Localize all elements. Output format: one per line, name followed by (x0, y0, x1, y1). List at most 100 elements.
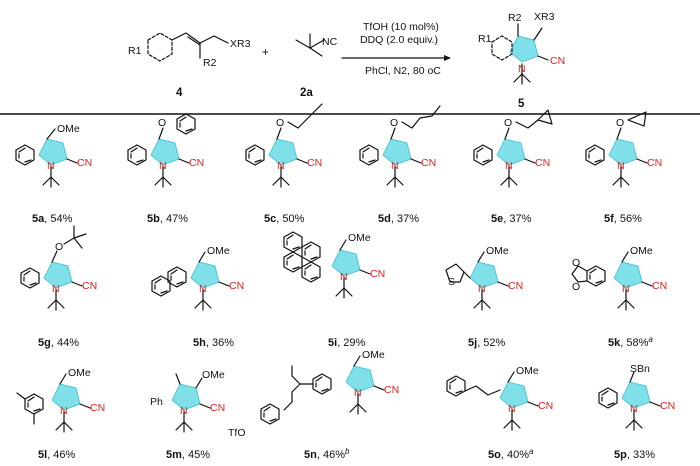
scheme-arrow: TfOH (10 mol%) DDQ (2.0 equiv.) PhCl, N2… (341, 21, 451, 77)
5p-n: N (630, 403, 638, 415)
structure-5h: OMe CN N (151, 245, 244, 311)
5f-n: N (617, 160, 625, 172)
5e-n: N (505, 160, 513, 172)
structure-5c: O CN N (245, 103, 323, 188)
5d-oxygen: O (390, 117, 398, 129)
5m-n: N (180, 405, 188, 417)
structure-5k: O O OMe CN N (571, 245, 667, 311)
5g-oxygen: O (55, 241, 63, 253)
isocyanide-compound-number: 2a (300, 87, 313, 99)
5n-cn: CN (384, 384, 399, 396)
5g-cn: CN (82, 280, 97, 292)
svg-text:5c, 50%: 5c, 50% (264, 213, 305, 225)
structure-5p: SBn CN N (598, 363, 675, 431)
5j-substituent: OMe (486, 245, 509, 257)
5d-n: N (391, 160, 399, 172)
sm-r2-label: R2 (203, 57, 217, 69)
plus-sign: + (262, 47, 269, 59)
5h-cn: CN (229, 280, 244, 292)
scheme-product (491, 23, 549, 85)
product-cn-label: CN (550, 55, 565, 67)
caption-5i: 5i, 29% (328, 337, 366, 349)
5k-n: N (622, 283, 630, 295)
5c-oxygen: O (276, 117, 284, 129)
sm-xr3-label: XR3 (230, 38, 251, 50)
5n-substituent: OMe (362, 349, 385, 361)
5e-cn: CN (535, 157, 550, 169)
svg-text:5l, 46%: 5l, 46% (38, 449, 76, 461)
caption-5g: 5g, 44% (38, 337, 79, 349)
5o-substituent: OMe (516, 365, 539, 377)
5i-substituent: OMe (348, 232, 371, 244)
product-n-label: N (518, 63, 526, 75)
5l-cn: CN (90, 402, 105, 414)
sm-r1-label: R1 (128, 45, 142, 57)
scheme-isocyanide: NC 2a (295, 33, 338, 99)
5m-phenyl: Ph (150, 396, 163, 408)
caption-5p: 5p, 33% (614, 449, 655, 461)
reaction-conditions: PhCl, N2, 80 oC (365, 65, 441, 77)
5k-substituent: OMe (630, 245, 653, 257)
reagent-acid: TfOH (10 mol%) (363, 21, 439, 33)
5c-n: N (277, 160, 285, 172)
5c-cn: CN (307, 157, 322, 169)
5h-substituent: OMe (207, 245, 230, 257)
caption-5l: 5l, 46% (38, 449, 76, 461)
sm-compound-number: 4 (176, 87, 183, 99)
5m-cn: CN (210, 402, 225, 414)
5b-cn: CN (189, 157, 204, 169)
caption-5h: 5h, 36% (193, 337, 234, 349)
structure-5a: OMe CN N (15, 123, 92, 188)
caption-5b: 5b, 47% (147, 213, 188, 225)
svg-text:5i, 29%: 5i, 29% (328, 337, 366, 349)
5j-n: N (478, 283, 486, 295)
product-r1-label: R1 (478, 33, 492, 45)
caption-5f: 5f, 56% (604, 213, 642, 225)
structure-5n: TfO OMe CN N (228, 349, 399, 439)
5k-cn: CN (652, 280, 667, 292)
5n-triflate: TfO (228, 427, 246, 439)
isocyanide-group: NC (322, 36, 338, 48)
5a-n: N (47, 160, 55, 172)
product-xr3-label: XR3 (534, 11, 555, 23)
5f-cn: CN (647, 157, 662, 169)
structure-5o: OMe CN N (446, 365, 553, 431)
scheme-starting-material: R1 XR3 R2 4 (128, 32, 251, 99)
structure-5e: O CN N (473, 109, 553, 188)
5j-cn: CN (508, 280, 523, 292)
svg-text:5m, 45%: 5m, 45% (166, 449, 210, 461)
5f-oxygen: O (616, 117, 624, 129)
5o-cn: CN (538, 400, 553, 412)
5h-n: N (199, 283, 207, 295)
5i-cn: CN (370, 268, 385, 280)
svg-text:5n, 46%b: 5n, 46%b (304, 447, 350, 462)
5b-oxygen: O (158, 117, 166, 129)
caption-5e: 5e, 37% (491, 213, 532, 225)
caption-5k: 5k, 58%a (608, 335, 653, 350)
5b-n: N (159, 160, 167, 172)
5p-substituent: SBn (630, 363, 650, 375)
structure-5m: Ph OMe CN N (150, 369, 225, 433)
svg-text:5h, 36%: 5h, 36% (193, 337, 234, 349)
svg-text:5j, 52%: 5j, 52% (468, 337, 506, 349)
5d-cn: CN (421, 157, 436, 169)
caption-5m: 5m, 45% (166, 449, 210, 461)
5k-oxygen-2: O (572, 281, 580, 293)
svg-text:5e, 37%: 5e, 37% (491, 213, 532, 225)
product-r2-label: R2 (508, 12, 522, 24)
reagent-oxidant: DDQ (2.0 equiv.) (360, 34, 438, 46)
5j-sulfur: S (448, 276, 455, 288)
svg-text:5f, 56%: 5f, 56% (604, 213, 642, 225)
caption-5d: 5d, 37% (378, 213, 419, 225)
caption-5c: 5c, 50% (264, 213, 305, 225)
caption-5o: 5o, 40%a (488, 447, 534, 462)
5l-n: N (60, 405, 68, 417)
caption-5a: 5a, 54% (32, 213, 73, 225)
5a-cn: CN (77, 157, 92, 169)
5g-n: N (52, 283, 60, 295)
svg-text:5a, 54%: 5a, 54% (32, 213, 73, 225)
5i-n: N (340, 271, 348, 283)
svg-text:5k, 58%a: 5k, 58%a (608, 335, 653, 350)
structure-5b: O CN N (127, 113, 204, 188)
